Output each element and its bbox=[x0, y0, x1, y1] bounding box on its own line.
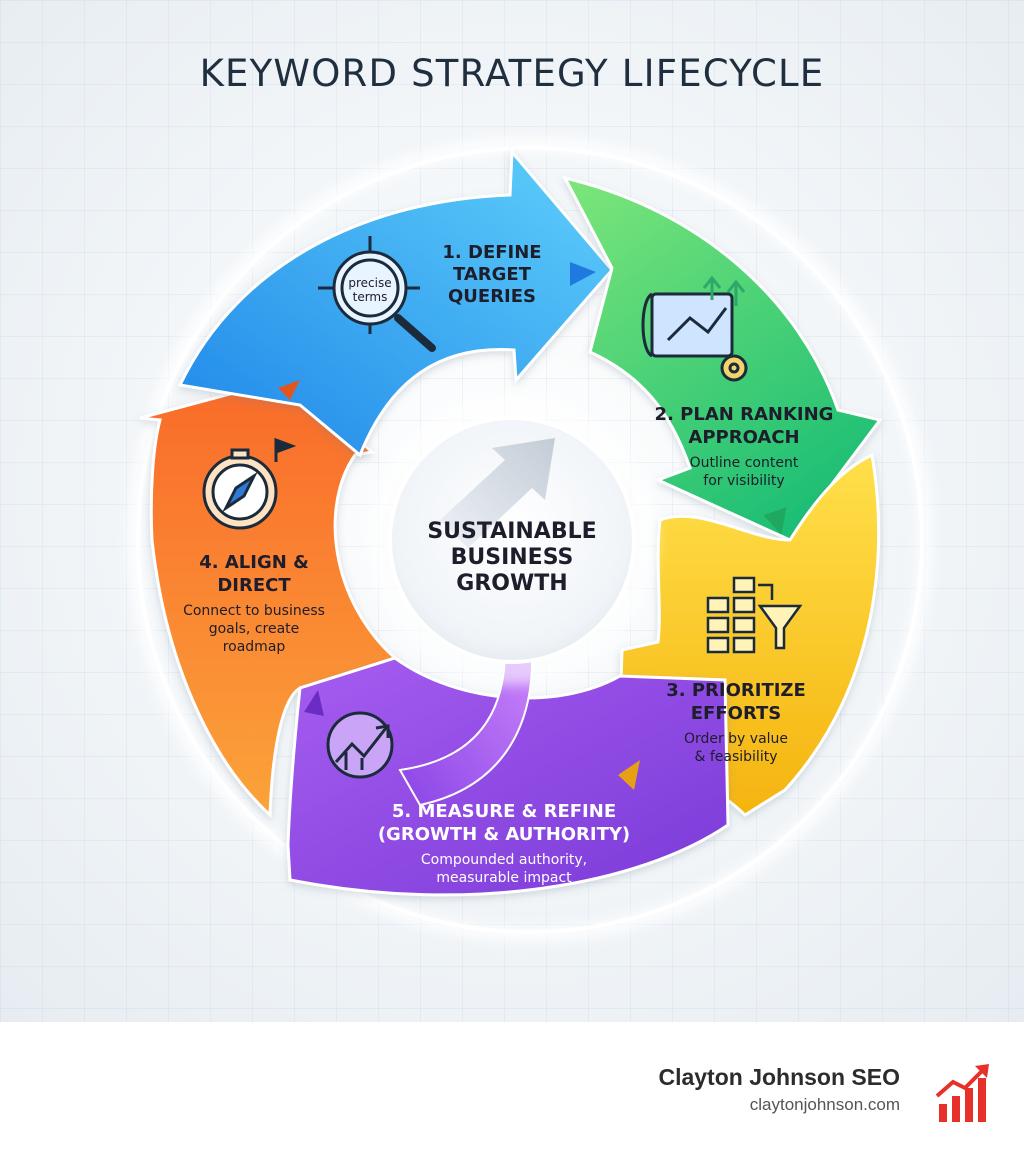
stage-2-title-1: 2. PLAN RANKING bbox=[655, 404, 834, 425]
grid-funnel-icon bbox=[706, 576, 803, 654]
page-title: KEYWORD STRATEGY LIFECYCLE bbox=[199, 52, 825, 95]
outer-ring-glow bbox=[128, 138, 932, 942]
hub-line-1: SUSTAINABLE bbox=[427, 519, 596, 544]
stage-5-desc-2: measurable impact bbox=[436, 870, 572, 886]
chevron-purple-icon bbox=[304, 690, 324, 716]
icon-text-line-1: precise bbox=[348, 276, 391, 290]
outer-ring bbox=[136, 146, 924, 934]
lifecycle-diagram: SUSTAINABLE BUSINESS GROWTH precise term… bbox=[128, 138, 932, 942]
stage-3-title-1: 3. PRIORITIZE bbox=[666, 680, 806, 701]
footer: Clayton Johnson SEO claytonjohnson.com bbox=[0, 1022, 1024, 1154]
chevron-green-icon bbox=[763, 507, 787, 535]
stage-4-desc-1: Connect to business bbox=[183, 603, 325, 619]
stage-4-title-2: DIRECT bbox=[217, 575, 291, 596]
stage-4-desc-3: roadmap bbox=[223, 639, 286, 655]
stage-5-title-2: (GROWTH & AUTHORITY) bbox=[378, 824, 630, 845]
brand-name: Clayton Johnson SEO bbox=[658, 1064, 900, 1090]
stage-1-title-3: QUERIES bbox=[448, 286, 536, 307]
bar-chart-arrow-icon bbox=[935, 1064, 989, 1122]
stage-2-desc-1: Outline content bbox=[690, 455, 799, 471]
chevron-yellow-icon bbox=[618, 760, 640, 790]
stage-4-title-1: 4. ALIGN & bbox=[199, 552, 309, 573]
stage-3-desc-1: Order by value bbox=[684, 731, 788, 747]
stage-5-label: 5. MEASURE & REFINE (GROWTH & AUTHORITY)… bbox=[378, 801, 630, 886]
center-hub bbox=[388, 416, 636, 664]
stage-3-title-2: EFFORTS bbox=[691, 703, 781, 724]
hub-arrow-icon bbox=[440, 438, 555, 548]
stage-2-label: 2. PLAN RANKING APPROACH Outline content… bbox=[655, 404, 834, 489]
stage-5-desc-1: Compounded authority, bbox=[421, 852, 587, 868]
stage-1-title-1: 1. DEFINE bbox=[442, 242, 541, 263]
compass-flag-icon bbox=[202, 437, 297, 530]
chevron-blue-icon bbox=[570, 262, 596, 286]
hub-line-3: GROWTH bbox=[456, 571, 567, 596]
stage-3-desc-2: & feasibility bbox=[694, 749, 777, 765]
hub-label: SUSTAINABLE BUSINESS GROWTH bbox=[427, 519, 596, 596]
stage-4-label: 4. ALIGN & DIRECT Connect to business go… bbox=[183, 552, 325, 655]
hub-line-2: BUSINESS bbox=[451, 545, 574, 570]
stage-5-title-1: 5. MEASURE & REFINE bbox=[392, 801, 616, 822]
brand-url: claytonjohnson.com bbox=[749, 1095, 900, 1114]
blueprint-gear-icon bbox=[641, 275, 748, 382]
magnifier-target-icon bbox=[318, 236, 436, 352]
growth-chart-icon bbox=[326, 711, 394, 779]
stage-1-label: 1. DEFINE TARGET QUERIES bbox=[442, 242, 541, 307]
stage-4-desc-2: goals, create bbox=[209, 621, 300, 637]
stage-2-desc-2: for visibility bbox=[703, 473, 784, 489]
stage-3-label: 3. PRIORITIZE EFFORTS Order by value & f… bbox=[666, 680, 806, 765]
infographic-canvas: SUSTAINABLE BUSINESS GROWTH precise term… bbox=[0, 0, 1024, 1022]
chevron-orange-icon bbox=[278, 380, 300, 400]
icon-text-line-2: terms bbox=[353, 290, 388, 304]
stage-2-title-2: APPROACH bbox=[688, 427, 799, 448]
stage-2-arrow bbox=[562, 175, 883, 542]
stage-1-title-2: TARGET bbox=[453, 264, 532, 285]
